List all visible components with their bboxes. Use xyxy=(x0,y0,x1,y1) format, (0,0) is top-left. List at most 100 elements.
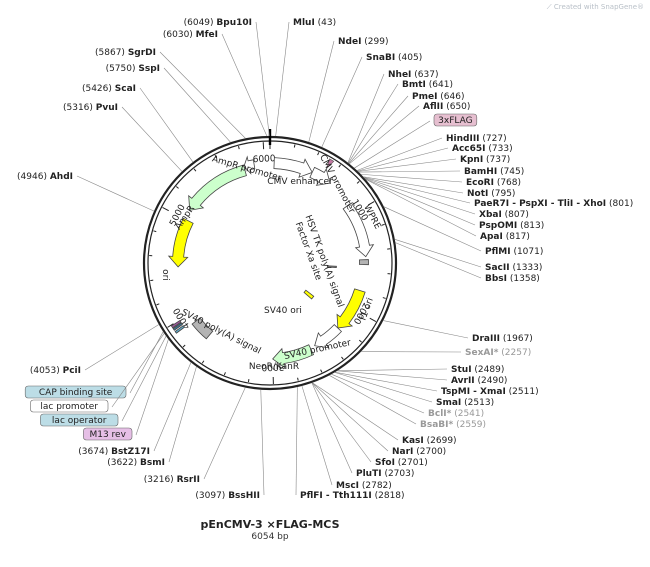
site-left-pcii: (4053) PciI xyxy=(30,324,160,376)
site-name: EcoRI xyxy=(466,178,494,188)
site-right-bcli-: BclI* (2541) xyxy=(331,373,484,419)
site-right-msci: MscI (2782) xyxy=(301,385,392,491)
site-label: TspMI - XmaI (2511) xyxy=(441,387,539,397)
ruler-tick xyxy=(341,356,344,360)
site-connector xyxy=(357,158,457,172)
site-name: Bpu10I xyxy=(216,18,252,28)
site-label: PaeR7I - PspXI - TliI - XhoI (801) xyxy=(474,199,633,209)
site-name: RsrII xyxy=(177,475,200,485)
site-label: EcoRI (768) xyxy=(466,178,521,188)
site-label: SexAI* (2257) xyxy=(465,348,531,358)
site-name: SspI xyxy=(138,64,160,74)
site-position: (5750) xyxy=(106,64,139,74)
site-position: (3674) xyxy=(78,447,111,457)
site-connector xyxy=(347,73,385,163)
ruler-tick xyxy=(156,303,160,306)
site-connector xyxy=(168,366,197,463)
site-right-stui: StuI (2489) xyxy=(337,365,504,375)
neor-kanr-feature xyxy=(272,344,315,369)
site-position: (768) xyxy=(494,178,521,188)
site-name: BsaBI* xyxy=(420,420,453,430)
site-right-pluti: PluTI (2703) xyxy=(311,382,415,479)
site-left-pvui: (5316) PvuI xyxy=(63,103,183,172)
feature-label: SV40 ori xyxy=(264,306,302,316)
site-connector xyxy=(163,67,231,143)
ruler-tick xyxy=(167,323,174,328)
feature-box xyxy=(24,385,127,399)
site-connector xyxy=(139,87,194,163)
wpre-feature xyxy=(342,202,375,258)
site-connector xyxy=(301,385,333,486)
site-position: (2818) xyxy=(372,491,405,501)
site-connector xyxy=(348,83,399,164)
site-left-cap-binding-site: CAP binding site xyxy=(24,331,164,399)
feature-box xyxy=(433,113,478,127)
site-label: SnaBI (405) xyxy=(366,53,422,63)
site-left-ahdi: (4946) AhdI xyxy=(17,172,155,212)
site-label: KpnI (737) xyxy=(460,155,510,165)
site-connector xyxy=(394,239,482,268)
hsv-tk-poly-a-signal-feature xyxy=(359,259,369,266)
site-label: (4053) PciI xyxy=(30,366,81,376)
sv40-promoter-feature xyxy=(314,324,343,349)
site-right-bsabi-: BsaBI* (2559) xyxy=(329,375,486,430)
site-right-kpni: KpnI (737) xyxy=(357,155,510,172)
site-position: (2782) xyxy=(359,481,392,491)
site-label: MscI (2782) xyxy=(336,481,392,491)
site-position: (2257) xyxy=(498,348,531,358)
site-position: (1071) xyxy=(511,247,544,257)
site-connector xyxy=(135,339,169,436)
site-position: (2511) xyxy=(506,387,539,397)
site-left-bsmi: (3622) BsmI xyxy=(107,366,197,468)
site-connector xyxy=(255,21,270,137)
site-position: (1333) xyxy=(510,263,543,273)
site-position: (813) xyxy=(517,221,544,231)
site-name: XbaI xyxy=(479,210,502,220)
site-right-noti: NotI (795) xyxy=(363,176,515,199)
site-right-pflmi: PflMI (1071) xyxy=(383,206,544,257)
site-position: (2541) xyxy=(451,409,484,419)
sv40-poly-a-signal-feature xyxy=(191,317,214,340)
site-name: PvuI xyxy=(96,103,118,113)
lac-element-block xyxy=(170,320,182,329)
site-label: PflFI - Tth111I (2818) xyxy=(300,491,405,501)
site-label: (3674) BstZ17I xyxy=(78,447,150,457)
site-name: SmaI xyxy=(436,398,461,408)
ampr-feature xyxy=(188,164,247,211)
site-connector xyxy=(312,382,399,441)
site-connector xyxy=(334,371,438,392)
ruler-tick xyxy=(182,344,186,348)
cmv-enhancer-feature xyxy=(273,157,313,178)
site-position: (1967) xyxy=(500,334,533,344)
site-connector xyxy=(337,368,448,372)
site-position: (650) xyxy=(443,102,470,112)
site-right-hindiii: HindIII (727) xyxy=(356,134,507,171)
site-label: PspOMI (813) xyxy=(479,221,544,231)
site-label: StuI (2489) xyxy=(451,365,504,375)
ruler-tick xyxy=(201,360,205,364)
ruler-tick xyxy=(293,144,296,148)
feature-label: ori xyxy=(160,269,170,281)
site-connector xyxy=(295,387,298,496)
site-label: (3097) BssHII xyxy=(195,491,260,501)
site-connector xyxy=(395,242,482,279)
site-connector xyxy=(312,382,389,452)
site-right-ecori: EcoRI (768) xyxy=(360,173,521,188)
feature-box xyxy=(40,413,119,427)
site-left-bsshii: (3097) BssHII xyxy=(195,389,265,501)
site-position: (2490) xyxy=(475,376,508,386)
site-position: (5426) xyxy=(82,84,115,94)
site-position: (6030) xyxy=(163,30,196,40)
ruler-tick xyxy=(320,369,323,373)
ruler-tick xyxy=(223,372,226,376)
ruler-tick xyxy=(381,223,385,226)
site-name: MfeI xyxy=(196,30,218,40)
site-connector xyxy=(76,175,155,212)
site-label: HindIII (727) xyxy=(446,134,507,144)
feature-box-label: lac operator xyxy=(52,416,107,426)
site-name: SexAI* xyxy=(465,348,499,358)
site-left-bpu10i: (6049) Bpu10I xyxy=(184,18,270,137)
site-position: (2703) xyxy=(382,469,415,479)
site-name: NarI xyxy=(392,447,413,457)
site-name: BamHI xyxy=(464,167,497,177)
